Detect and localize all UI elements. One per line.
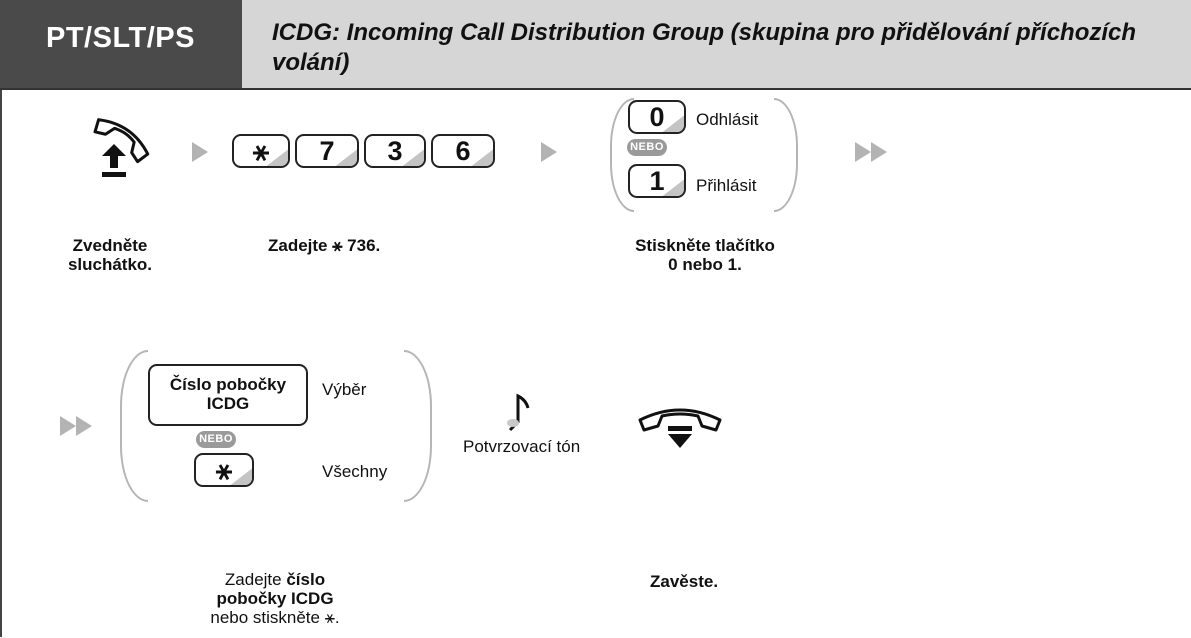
step-arrow: [192, 142, 208, 162]
caption-hangup: Zavěste.: [650, 572, 719, 591]
terminal-type-label: PT/SLT/PS: [46, 22, 195, 54]
all-label: Všechny: [322, 462, 388, 481]
star-key: ⚹: [232, 134, 290, 168]
next-arrow: [60, 416, 76, 436]
or-badge: NEBO: [196, 431, 236, 448]
digit-1-key: 1: [628, 164, 686, 198]
digit-6-key: 6: [431, 134, 495, 168]
confirmation-tone-label: Potvrzovací tón: [463, 437, 581, 456]
caption-press: Stiskněte tlačítko 0 nebo 1.: [635, 236, 775, 274]
select-label: Výběr: [322, 380, 367, 399]
caption-dial: Zadejte ⚹ 736.: [268, 236, 381, 255]
next-arrow: [855, 142, 871, 162]
star-key-all: ⚹: [194, 453, 254, 487]
next-arrow: [871, 142, 887, 162]
feature-title: ICDG: Incoming Call Distribution Group (…: [272, 19, 1137, 76]
digit-3-key: 3: [364, 134, 426, 168]
step-arrow: [541, 142, 557, 162]
music-note-icon: [507, 393, 530, 432]
caption-enter-ext: Zadejte číslo pobočky ICDG nebo stisknět…: [210, 570, 340, 627]
or-badge: NEBO: [627, 139, 667, 156]
login-label: Přihlásit: [696, 176, 757, 195]
digit-0-key: 0: [628, 100, 686, 134]
digit-7-key: 7: [295, 134, 359, 168]
handset-offhook-icon: [93, 118, 150, 177]
handset-onhook-icon: [638, 408, 722, 448]
next-arrow: [76, 416, 92, 436]
terminal-type-badge: PT/SLT/PS: [0, 0, 242, 90]
logout-label: Odhlásit: [696, 110, 759, 129]
